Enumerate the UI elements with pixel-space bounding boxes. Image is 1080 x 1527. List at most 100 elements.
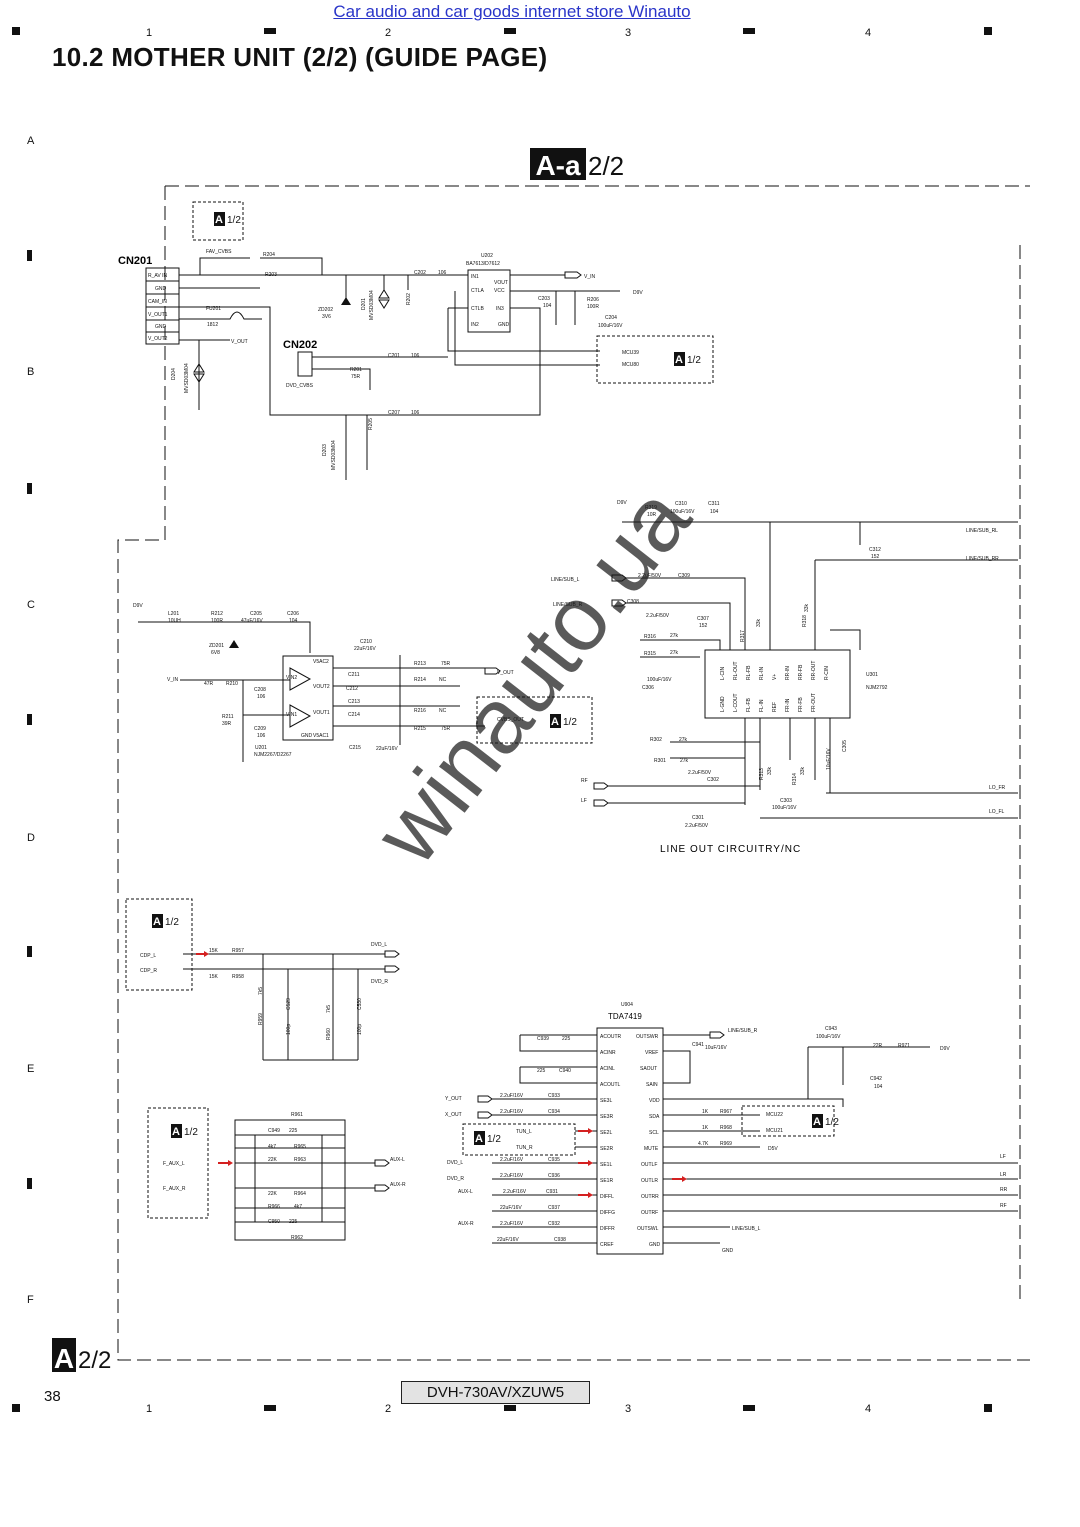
svg-text:VOUT1: VOUT1 [313,710,330,716]
svg-text:100uF/16V: 100uF/16V [816,1034,841,1040]
row-letter-e: E [27,1063,35,1075]
svg-text:OUTRF: OUTRF [641,1210,658,1216]
column-number-2: 2 [385,27,392,39]
svg-text:V_OUT: V_OUT [231,339,248,345]
ref-badge: A 1/2 [476,696,593,744]
svg-text:1/2: 1/2 [687,355,701,366]
column-number-4: 4 [865,27,872,39]
svg-text:225: 225 [537,1068,546,1074]
svg-text:MUTE: MUTE [644,1146,659,1152]
sheet-badge: A-a 2/2 [530,148,624,181]
svg-text:DIFFL: DIFFL [600,1194,614,1200]
svg-text:104: 104 [710,509,719,515]
svg-text:V+: V+ [772,674,778,680]
sheet-badge-letters: A-a [535,150,581,181]
svg-text:104: 104 [543,303,552,309]
svg-text:6V8: 6V8 [211,650,220,656]
svg-text:ZD201: ZD201 [209,643,224,649]
svg-text:GND: GND [722,1248,734,1254]
svg-text:C201: C201 [388,353,400,359]
svg-text:C529: C529 [286,998,292,1010]
svg-text:BA7613/D7612: BA7613/D7612 [466,261,500,267]
svg-text:DIFFG: DIFFG [600,1210,615,1216]
svg-text:R963: R963 [294,1157,306,1163]
svg-text:RL-OUT: RL-OUT [733,661,739,680]
svg-text:27k: 27k [679,737,688,743]
svg-text:100p: 100p [357,1024,363,1035]
svg-text:C530: C530 [357,998,363,1010]
svg-text:DVD_CVBS: DVD_CVBS [286,383,314,389]
svg-text:LINE/SUB_R: LINE/SUB_R [553,602,583,608]
row-letter-a: A [27,135,35,147]
ref-badge: A 1/2 [147,1107,209,1219]
svg-text:VREF: VREF [645,1050,658,1056]
ref-badge: A 1/2 [596,335,714,384]
svg-text:2.2uF/16V: 2.2uF/16V [500,1109,524,1115]
svg-text:LF: LF [1000,1154,1006,1160]
registration-mark [27,714,32,725]
svg-text:75R: 75R [441,726,451,732]
column-number-3: 3 [625,27,632,39]
svg-text:MCU80: MCU80 [622,362,639,368]
svg-text:TUN_R: TUN_R [516,1145,533,1151]
registration-mark [264,28,276,34]
u904-left-pins: ACOUTR ACINR ACINL ACOUTL SE3L SE3R SE2L… [600,1034,622,1248]
svg-text:22uF/16V: 22uF/16V [376,746,398,752]
svg-text:10UH: 10UH [168,618,181,624]
svg-text:R313: R313 [759,768,765,780]
svg-text:CREF: CREF [600,1242,614,1248]
svg-text:AUX-R: AUX-R [458,1221,474,1227]
svg-text:IN2: IN2 [471,322,479,328]
svg-text:R965: R965 [294,1144,306,1150]
svg-text:F_AUX_L: F_AUX_L [163,1161,185,1167]
svg-text:GND: GND [649,1242,661,1248]
svg-text:27k: 27k [670,650,679,656]
svg-text:2.2uF/16V: 2.2uF/16V [500,1093,524,1099]
svg-text:NC: NC [439,708,447,714]
svg-text:33k: 33k [804,603,810,612]
svg-text:2.2uF/50V: 2.2uF/50V [638,573,662,579]
svg-text:C943: C943 [825,1026,837,1032]
svg-text:A: A [153,916,161,928]
svg-text:CDP_L: CDP_L [140,953,156,959]
svg-text:VOUT: VOUT [494,280,508,286]
svg-text:106: 106 [438,270,447,276]
svg-text:V5AC2: V5AC2 [313,659,329,665]
svg-text:C939: C939 [537,1036,549,1042]
svg-text:SE2L: SE2L [600,1130,612,1136]
svg-text:C306: C306 [642,685,654,691]
svg-text:A: A [172,1126,180,1138]
svg-text:GND: GND [155,286,167,292]
svg-text:C311: C311 [708,501,720,507]
registration-mark [12,1404,20,1412]
svg-text:R959: R959 [258,1013,264,1025]
svg-text:C942: C942 [870,1076,882,1082]
svg-text:X_OUT: X_OUT [445,1112,462,1118]
svg-text:SE3R: SE3R [600,1114,613,1120]
registration-mark [743,28,755,34]
svg-text:4k7: 4k7 [294,1204,302,1210]
svg-text:LO_FR: LO_FR [989,785,1006,791]
svg-text:DVD_R: DVD_R [371,979,388,985]
svg-text:VIN2: VIN2 [286,675,297,681]
svg-text:C212: C212 [346,686,358,692]
column-number-1: 1 [146,1403,153,1415]
svg-text:NJM2792: NJM2792 [866,685,888,691]
registration-mark [743,1405,755,1411]
section-title: LINE OUT CIRCUITRY/NC [660,844,801,855]
svg-text:R201: R201 [350,367,362,373]
store-link[interactable]: Car audio and car goods internet store W… [333,2,691,21]
svg-text:D203: D203 [322,444,328,456]
svg-text:R210: R210 [226,681,238,687]
svg-text:R214: R214 [414,677,426,683]
svg-text:R215: R215 [414,726,426,732]
registration-mark [984,27,992,35]
svg-text:C210: C210 [360,639,372,645]
svg-text:C209: C209 [254,726,266,732]
svg-text:D9V: D9V [133,603,143,609]
svg-text:IN3: IN3 [496,306,504,312]
svg-text:D5V: D5V [768,1146,778,1152]
svg-text:104: 104 [874,1084,883,1090]
svg-text:L-CIN: L-CIN [720,667,726,680]
svg-text:C312: C312 [869,547,881,553]
